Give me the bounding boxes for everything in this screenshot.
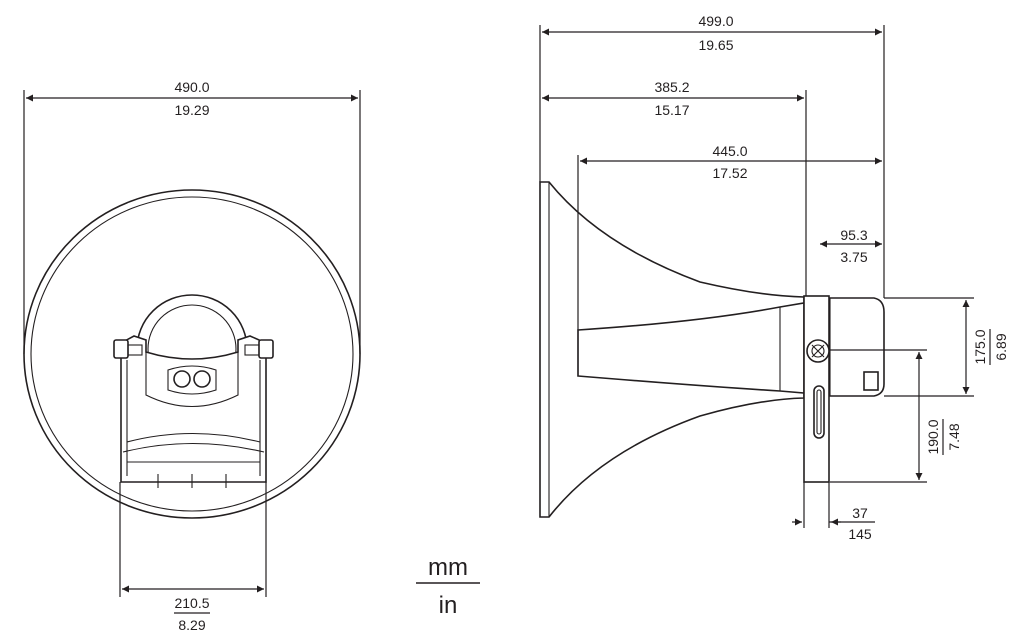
dim-side-bracket-thickness: 37 145 [792,482,875,542]
front-bracket-width-mm: 210.5 [174,595,209,611]
side-overall-length-in: 19.65 [698,37,733,53]
front-overall-width-mm: 490.0 [174,79,209,95]
front-overall-width-in: 19.29 [174,102,209,118]
side-bracket-thickness-in: 145 [848,526,872,542]
horn-rim-inner [30,196,354,512]
side-mount-to-mouth-mm: 385.2 [654,79,689,95]
side-driver-depth-in: 3.75 [840,249,867,265]
dim-front-overall-width: 490.0 19.29 [23,79,361,354]
side-driver-height-mm: 175.0 [972,329,988,364]
units-legend: mm in [416,554,480,619]
dim-side-overall-length: 499.0 19.65 [539,13,885,298]
units-legend-bottom: in [439,592,458,619]
side-mount-to-mouth-in: 15.17 [654,102,689,118]
side-horn-length-mm: 445.0 [712,143,747,159]
terminal-right [193,370,211,388]
side-bracket [803,295,830,483]
dim-front-bracket-width: 210.5 8.29 [119,482,267,633]
mounting-bracket [113,335,274,488]
driver-terminals [167,365,217,395]
bracket-slot [813,385,825,439]
units-legend-top: mm [428,554,468,581]
dim-side-mount-height: 190.0 7.48 [830,349,962,483]
side-mount-height-mm: 190.0 [925,419,941,454]
dim-side-mount-to-mouth: 385.2 15.17 [542,79,807,296]
dim-side-driver-height: 175.0 6.89 [884,297,1009,397]
dim-side-horn-length: 445.0 17.52 [577,143,882,330]
side-driver-height-in: 6.89 [993,333,1009,360]
side-driver-depth-mm: 95.3 [840,227,867,243]
side-mount-height-in: 7.48 [946,423,962,450]
front-view: 490.0 19.29 210.5 8.29 [23,79,361,633]
side-bracket-thickness-mm: 37 [852,505,868,521]
side-view: 499.0 19.65 385.2 15.17 445.0 17.52 95.3… [539,13,1009,542]
dim-side-driver-depth: 95.3 3.75 [820,227,882,265]
front-bracket-width-in: 8.29 [178,617,205,633]
side-horn-length-in: 17.52 [712,165,747,181]
side-overall-length-mm: 499.0 [698,13,733,29]
driver-connector [863,371,879,391]
terminal-left [173,370,191,388]
